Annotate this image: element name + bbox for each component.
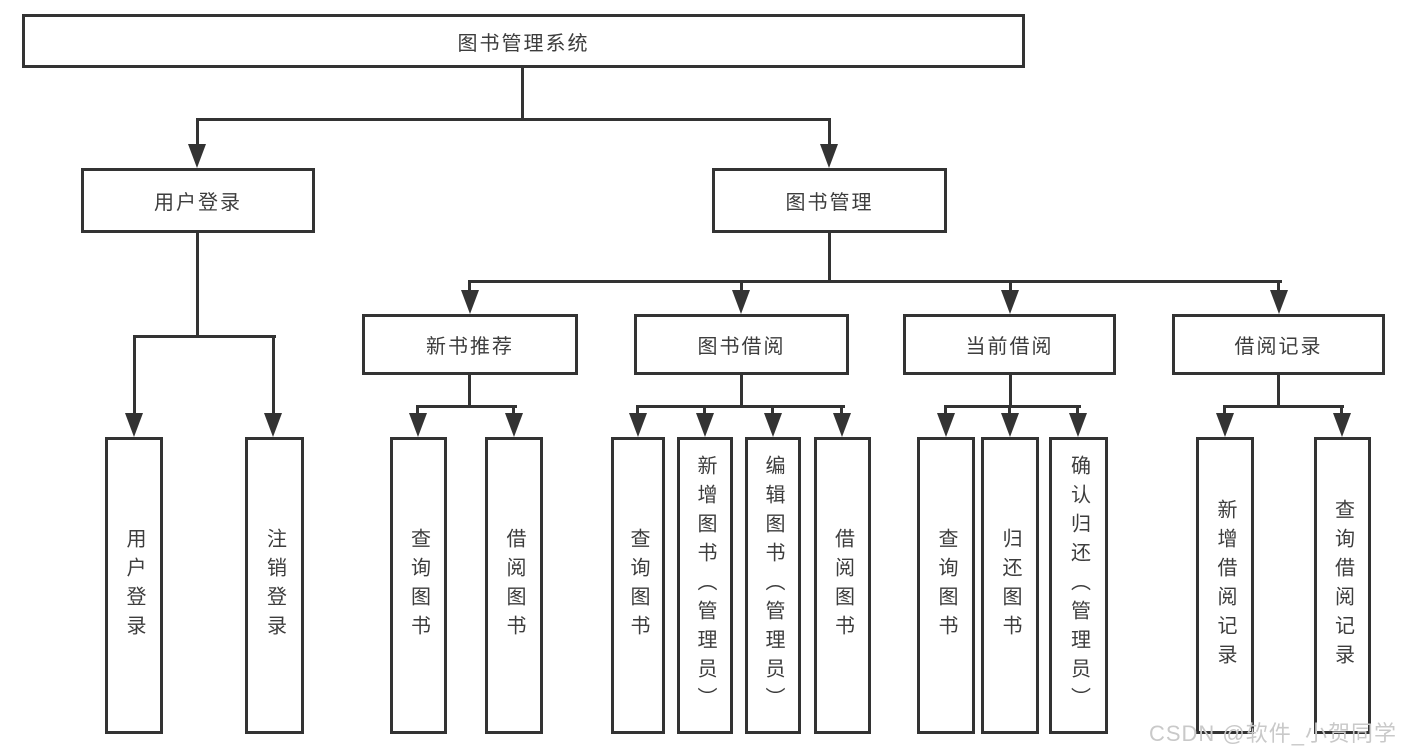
connector-hline xyxy=(1223,405,1344,408)
arrow-down-icon xyxy=(125,413,143,437)
node-current-borrow: 当前借阅 xyxy=(903,314,1116,375)
arrow-down-icon xyxy=(820,144,838,168)
arrow-down-icon xyxy=(461,290,479,314)
connector-hline xyxy=(469,280,1282,283)
arrow-down-icon xyxy=(629,413,647,437)
arrow-down-icon xyxy=(833,413,851,437)
arrow-down-icon xyxy=(696,413,714,437)
leaf-add-books-admin: 新增图书（管理员） xyxy=(677,437,733,734)
connector-vline xyxy=(512,405,515,417)
connector-vline xyxy=(196,230,199,337)
arrow-down-icon xyxy=(1069,413,1087,437)
connector-vline xyxy=(1277,280,1280,294)
connector-hline xyxy=(196,118,831,121)
arrow-down-icon xyxy=(409,413,427,437)
connector-vline xyxy=(740,372,743,407)
leaf-borrow-books-recommend: 借阅图书 xyxy=(485,437,543,734)
node-user-login: 用户登录 xyxy=(81,168,315,233)
arrow-down-icon xyxy=(1001,413,1019,437)
leaf-confirm-return-admin: 确认归还（管理员） xyxy=(1049,437,1108,734)
connector-vline xyxy=(521,66,524,120)
connector-vline xyxy=(771,405,774,417)
connector-hline xyxy=(944,405,1081,408)
arrow-down-icon xyxy=(1333,413,1351,437)
connector-vline xyxy=(703,405,706,417)
leaf-query-books-current: 查询图书 xyxy=(917,437,975,734)
leaf-return-books: 归还图书 xyxy=(981,437,1039,734)
connector-vline xyxy=(416,405,419,417)
node-new-book-recommend: 新书推荐 xyxy=(362,314,578,375)
leaf-query-borrow-record: 查询借阅记录 xyxy=(1314,437,1371,734)
node-borrow-records: 借阅记录 xyxy=(1172,314,1385,375)
leaf-user-login: 用户登录 xyxy=(105,437,163,734)
connector-vline xyxy=(272,335,275,417)
leaf-logout: 注销登录 xyxy=(245,437,304,734)
connector-vline xyxy=(1009,280,1012,294)
leaf-query-books-borrow: 查询图书 xyxy=(611,437,665,734)
connector-vline xyxy=(840,405,843,417)
arrow-down-icon xyxy=(264,413,282,437)
connector-vline xyxy=(133,335,136,417)
connector-vline xyxy=(468,280,471,294)
connector-vline xyxy=(828,230,831,282)
arrow-down-icon xyxy=(764,413,782,437)
arrow-down-icon xyxy=(937,413,955,437)
node-root-library-system: 图书管理系统 xyxy=(22,14,1025,68)
arrow-down-icon xyxy=(188,144,206,168)
connector-hline xyxy=(636,405,845,408)
arrow-down-icon xyxy=(1001,290,1019,314)
arrow-down-icon xyxy=(505,413,523,437)
connector-vline xyxy=(1223,405,1226,417)
connector-hline xyxy=(133,335,276,338)
connector-vline xyxy=(468,372,471,407)
connector-vline xyxy=(196,118,199,146)
node-book-management: 图书管理 xyxy=(712,168,947,233)
leaf-add-borrow-record: 新增借阅记录 xyxy=(1196,437,1254,734)
connector-vline xyxy=(740,280,743,294)
leaf-query-books-recommend: 查询图书 xyxy=(390,437,447,734)
connector-vline xyxy=(1277,372,1280,407)
connector-vline xyxy=(1340,405,1343,417)
connector-vline xyxy=(828,118,831,146)
watermark: CSDN @软件_小贺同学 xyxy=(1148,721,1397,746)
connector-vline xyxy=(636,405,639,417)
leaf-edit-books-admin: 编辑图书（管理员） xyxy=(745,437,801,734)
connector-vline xyxy=(1008,405,1011,417)
arrow-down-icon xyxy=(1216,413,1234,437)
arrow-down-icon xyxy=(1270,290,1288,314)
connector-vline xyxy=(944,405,947,417)
connector-vline xyxy=(1009,372,1012,407)
leaf-borrow-books: 借阅图书 xyxy=(814,437,871,734)
node-book-borrow: 图书借阅 xyxy=(634,314,849,375)
connector-vline xyxy=(1076,405,1079,417)
arrow-down-icon xyxy=(732,290,750,314)
connector-hline xyxy=(417,405,517,408)
